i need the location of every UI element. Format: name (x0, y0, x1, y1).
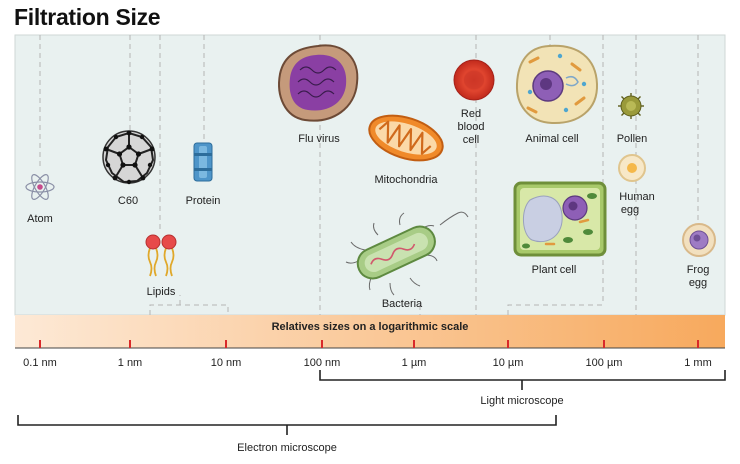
light-microscope-label: Light microscope (480, 395, 563, 407)
electron-microscope-label: Electron microscope (237, 442, 337, 454)
label-protein: Protein (186, 195, 221, 207)
tick-label-3: 100 nm (304, 357, 341, 369)
label-flu-virus: Flu virus (298, 133, 340, 145)
tick-label-0: 0.1 nm (23, 357, 57, 369)
frog-egg-icon (682, 223, 716, 257)
plant-cell-icon (513, 181, 607, 257)
item-labels: Atom C60 Lipids Protein Flu virus Mitoch… (27, 108, 709, 310)
label-human-egg-line-1: Human (619, 191, 654, 203)
atom-icon (25, 174, 55, 200)
label-frog-egg-line-2: egg (689, 277, 707, 289)
label-rbc-line-3: cell (463, 134, 480, 146)
label-rbc-line-2: blood (458, 121, 485, 133)
flu-virus-icon (278, 44, 359, 122)
protein-icon (193, 142, 213, 182)
label-c60: C60 (118, 195, 138, 207)
label-lipids: Lipids (147, 286, 176, 298)
tick-label-4: 1 µm (402, 357, 427, 369)
scale-bar (15, 315, 725, 348)
page-title: Filtration Size (14, 4, 161, 30)
human-egg-icon (618, 154, 646, 182)
label-mitochondria: Mitochondria (375, 174, 439, 186)
tick-label-6: 100 µm (586, 357, 623, 369)
bacteria-icon (345, 211, 469, 296)
tick-labels: 0.1 nm 1 nm 10 nm 100 nm 1 µm 10 µm 100 … (23, 357, 712, 369)
tick-label-1: 1 nm (118, 357, 142, 369)
label-atom: Atom (27, 213, 53, 225)
label-rbc-line-1: Red (461, 108, 481, 120)
scale-caption: Relatives sizes on a logarithmic scale (272, 321, 469, 333)
mitochondria-icon (368, 114, 444, 162)
fullerene-icon (102, 130, 156, 185)
red-blood-cell-icon (453, 59, 495, 101)
animal-cell-icon (515, 44, 599, 125)
tick-label-7: 1 mm (684, 357, 712, 369)
label-animal-cell: Animal cell (525, 133, 578, 145)
label-pollen: Pollen (617, 133, 648, 145)
pollen-icon (618, 93, 644, 119)
tick-label-2: 10 nm (211, 357, 242, 369)
label-human-egg-line-2: egg (621, 204, 639, 216)
label-bacteria: Bacteria (382, 298, 423, 310)
label-frog-egg-line-1: Frog (687, 264, 710, 276)
label-plant-cell: Plant cell (532, 264, 577, 276)
electron-microscope-bracket (17, 415, 557, 435)
tick-label-5: 10 µm (493, 357, 524, 369)
lipids-icon (145, 234, 177, 277)
tick-marks (39, 340, 699, 348)
light-microscope-bracket (319, 370, 726, 390)
